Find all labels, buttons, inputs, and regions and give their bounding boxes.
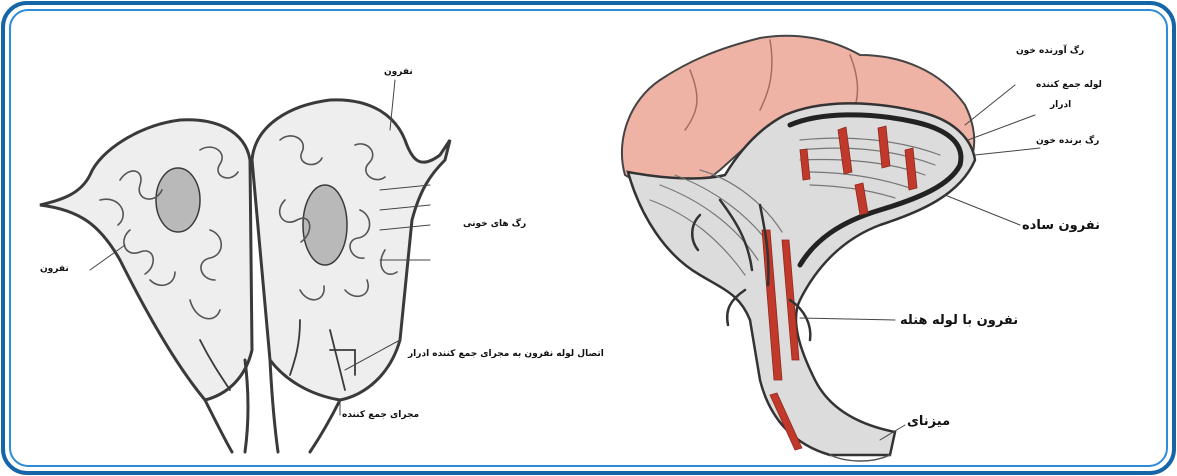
label-collecting-tube: لوله جمع کننده (1036, 80, 1102, 90)
label-afferent-vessel: رگ آورنده خون (1016, 46, 1084, 56)
label-loop-nephron: نفرون با لوله هنله (900, 313, 1018, 328)
label-nephron-left: نفرون (40, 264, 69, 274)
label-nephron-top: نفرون (384, 67, 413, 77)
label-urine: ادرار (1050, 100, 1071, 110)
label-ureter: میزنای (907, 414, 950, 429)
label-blood-vessels: رگ های خونی (463, 219, 526, 229)
label-simple-nephron: نفرون ساده (1022, 218, 1100, 233)
left-glomerulus (156, 168, 200, 232)
label-connection: اتصال لوله نفرون به مجرای جمع کننده ادرا… (408, 349, 604, 359)
label-collecting-duct: مجرای جمع کننده (342, 410, 419, 420)
label-efferent-vessel: رگ برنده خون (1036, 136, 1099, 146)
